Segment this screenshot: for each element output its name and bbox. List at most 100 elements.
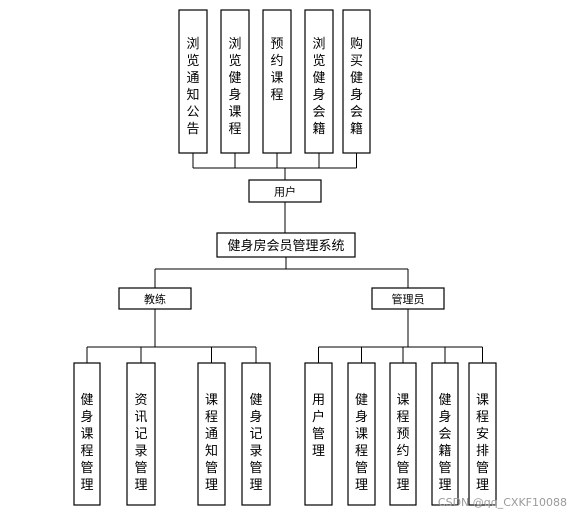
user-func-browse_membership-char: 览: [312, 53, 325, 69]
coach-func-course_mgmt-char: 管: [80, 461, 93, 476]
user-func-browse_membership-char: 会: [312, 105, 325, 120]
admin-func-course_mgmt-char: 课: [355, 427, 368, 442]
user-func-book_course-char: 程: [270, 88, 283, 103]
coach-func-course_notice_mgmt-char: 知: [205, 443, 218, 459]
coach-func-news_record_mgmt-char: 记: [134, 427, 147, 442]
coach-func-fitness_record_mgmt-char: 管: [249, 461, 262, 476]
admin-func-booking_mgmt-char: 约: [396, 444, 409, 459]
coach-func-news_record_mgmt-char: 管: [134, 461, 147, 476]
connector-lines: [86, 153, 483, 363]
coach-func-news_record_mgmt-char: 讯: [134, 410, 147, 425]
coach-func-news_record_mgmt-char: 录: [134, 444, 147, 459]
user-func-browse_notices-char: 览: [186, 53, 199, 69]
user-role-label: 用户: [274, 185, 296, 199]
coach-func-fitness_record_mgmt-char: 理: [249, 478, 262, 493]
coach-func-news_record_mgmt-char: 资: [134, 393, 147, 408]
user-func-browse_courses-char: 程: [228, 122, 241, 137]
user-func-browse_courses-char: 览: [228, 53, 241, 69]
admin-func-course_mgmt-char: 程: [355, 444, 368, 459]
coach-func-course_mgmt-char: 理: [80, 478, 93, 493]
user-func-browse_notices-char: 公: [186, 105, 199, 120]
coach-func-fitness_record_mgmt-char: 健: [249, 393, 262, 408]
admin-func-membership_mgmt-char: 会: [438, 427, 451, 442]
coach-func-course_mgmt-char: 程: [80, 444, 93, 459]
admin-func-schedule_mgmt-char: 程: [476, 410, 489, 425]
user-role-node: 用户: [248, 179, 322, 203]
user-func-browse_notices-char: 通: [186, 71, 199, 86]
user-func-browse_membership-char: 籍: [312, 121, 325, 137]
user-func-book_course-char: 课: [270, 71, 283, 86]
admin-func-user_mgmt-char: 户: [312, 409, 325, 425]
system-root-node: 健身房会员管理系统: [216, 232, 356, 258]
coach-func-course_notice_mgmt-char: 管: [205, 461, 218, 476]
coach-func-course_notice_mgmt-char: 程: [205, 410, 218, 425]
user-func-buy_membership-char: 购: [350, 36, 363, 52]
coach-func-course_notice_mgmt-char: 理: [205, 478, 218, 493]
admin-func-membership_mgmt-char: 身: [438, 409, 451, 425]
user-func-browse_notices-char: 知: [186, 87, 199, 103]
coach-func-course_notice_mgmt-char: 通: [205, 427, 218, 442]
admin-func-schedule_mgmt-char: 排: [476, 444, 489, 459]
user-func-buy_membership-char: 身: [350, 87, 363, 103]
user-func-browse_courses-char: 健: [228, 71, 241, 86]
user-func-browse_membership-char: 身: [312, 87, 325, 103]
admin-func-schedule_mgmt-char: 理: [476, 478, 489, 493]
user-func-book_course-char: 约: [270, 54, 283, 69]
admin-func-booking_mgmt-char: 理: [396, 478, 409, 493]
coach-func-fitness_record_mgmt-char: 录: [249, 444, 262, 459]
admin-role-label: 管理员: [392, 292, 425, 306]
coach-func-course_mgmt-char: 身: [80, 409, 93, 425]
coach-role-node: 教练: [118, 287, 192, 310]
admin-func-schedule_mgmt-char: 安: [476, 427, 489, 442]
admin-func-booking_mgmt-char: 管: [396, 461, 409, 476]
coach-func-course_mgmt-char: 课: [80, 427, 93, 442]
user-func-buy_membership-char: 籍: [350, 121, 363, 137]
user-func-browse_courses-char: 浏: [228, 36, 241, 52]
user-func-book_course-char: 预: [270, 37, 283, 52]
coach-func-fitness_record_mgmt-char: 记: [249, 427, 262, 442]
admin-func-schedule_mgmt-char: 课: [476, 393, 489, 408]
user-func-browse_membership-char: 浏: [312, 36, 325, 52]
admin-func-user_mgmt-char: 用: [312, 393, 325, 408]
admin-func-membership_mgmt-char: 籍: [438, 443, 451, 459]
admin-func-booking_mgmt-char: 预: [396, 427, 409, 442]
admin-role-node: 管理员: [371, 287, 445, 310]
admin-func-membership_mgmt-char: 理: [438, 478, 451, 493]
admin-func-booking_mgmt-char: 程: [396, 410, 409, 425]
admin-func-course_mgmt-char: 健: [355, 393, 368, 408]
user-func-browse_notices-char: 浏: [186, 36, 199, 52]
admin-func-membership_mgmt-char: 管: [438, 461, 451, 476]
admin-func-user_mgmt-char: 理: [312, 444, 325, 459]
system-name-label: 健身房会员管理系统: [227, 238, 344, 254]
user-func-browse_membership-char: 健: [312, 71, 325, 86]
admin-func-course_mgmt-char: 理: [355, 478, 368, 493]
coach-func-fitness_record_mgmt-char: 身: [249, 409, 262, 425]
user-func-browse_notices-char: 告: [186, 122, 199, 137]
user-func-buy_membership-char: 会: [350, 105, 363, 120]
user-func-buy_membership-char: 健: [350, 71, 363, 86]
admin-func-course_mgmt-char: 身: [355, 409, 368, 425]
coach-func-course_notice_mgmt-char: 课: [205, 393, 218, 408]
coach-func-news_record_mgmt-char: 理: [134, 478, 147, 493]
admin-func-schedule_mgmt-char: 管: [476, 461, 489, 476]
coach-func-course_mgmt-char: 健: [80, 393, 93, 408]
admin-func-membership_mgmt-char: 健: [438, 393, 451, 408]
user-func-buy_membership-char: 买: [350, 54, 363, 69]
